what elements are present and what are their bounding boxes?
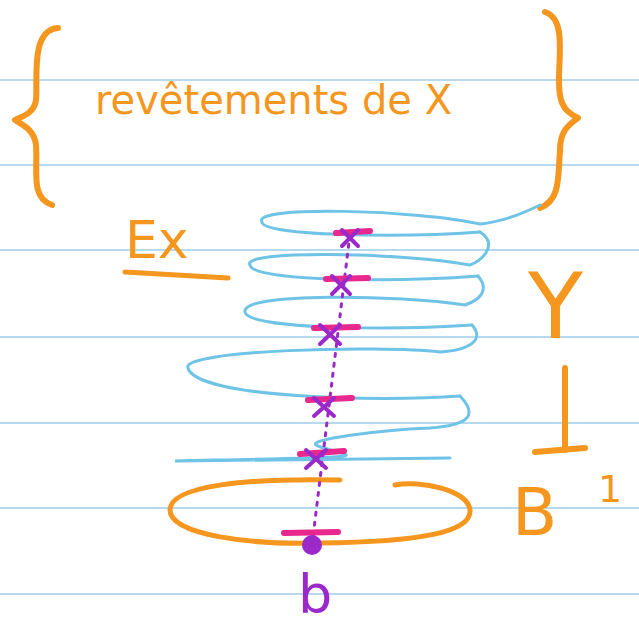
exponent-label: 1: [598, 470, 622, 508]
base-point: [302, 535, 322, 555]
braces: [15, 12, 578, 208]
covering-helix: [175, 205, 540, 461]
fibre-crosses: [306, 230, 358, 468]
point-label: b: [298, 568, 332, 622]
base-circle: [170, 480, 470, 544]
space-label: Y: [528, 262, 583, 352]
underline: [125, 272, 228, 278]
projection-arrow: [535, 368, 585, 452]
base-label: B: [512, 480, 557, 546]
example-label: Ex: [125, 214, 189, 266]
title: revêtements de X: [95, 80, 452, 120]
fibre-points: [284, 231, 370, 533]
ruled-lines: [0, 80, 639, 594]
